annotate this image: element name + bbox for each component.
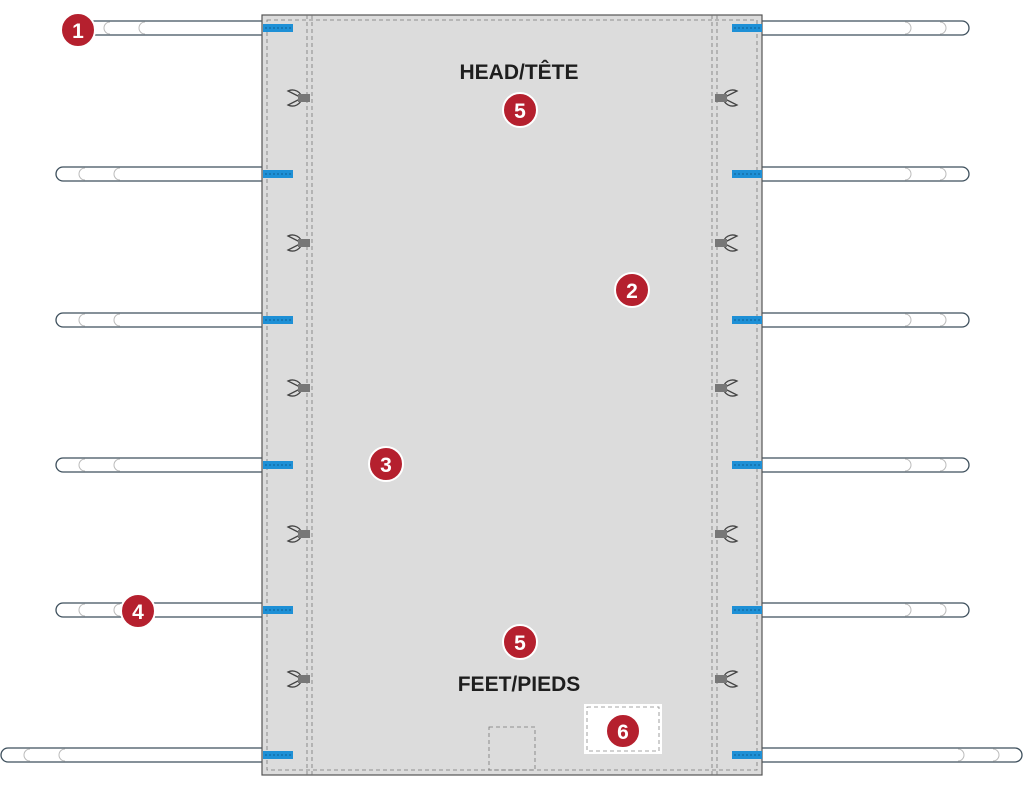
strap-loop-fold xyxy=(957,748,965,762)
right-small-loop-3 xyxy=(715,379,739,397)
right-small-loop-1 xyxy=(715,89,739,107)
strap-loop-fold xyxy=(103,21,111,35)
strap-loop-fold xyxy=(939,313,947,327)
small-loop-tab xyxy=(715,530,727,538)
marker-3: 3 xyxy=(368,446,404,482)
left-small-loop-4 xyxy=(286,525,310,543)
small-loop-tab xyxy=(298,239,310,247)
marker-5-feet-text: 5 xyxy=(514,632,526,655)
marker-5-head-text: 5 xyxy=(514,100,526,123)
left-small-loop-1 xyxy=(286,89,310,107)
small-loops xyxy=(286,89,739,688)
marker-4: 4 xyxy=(120,593,156,629)
strap-loop-fold xyxy=(58,748,66,762)
marker-2: 2 xyxy=(614,272,650,308)
head-label: HEAD/TÊTE xyxy=(459,60,578,84)
small-loop-tab xyxy=(715,675,727,683)
left-small-loop-2 xyxy=(286,234,310,252)
small-loop-tab xyxy=(298,675,310,683)
sling-sheet xyxy=(261,14,763,776)
strap-loop-fold xyxy=(113,313,121,327)
left-small-loop-3 xyxy=(286,379,310,397)
strap-loop-fold xyxy=(78,167,86,181)
marker-6: 6 xyxy=(605,713,641,749)
pocket-outline xyxy=(488,726,536,771)
strap-loop-fold xyxy=(113,458,121,472)
strap-loop-fold xyxy=(113,603,121,617)
strap-attachments xyxy=(263,24,762,759)
strap-loop-fold xyxy=(904,313,912,327)
strap-loop-fold xyxy=(992,748,1000,762)
small-loop-tab xyxy=(715,94,727,102)
strap-loop-fold xyxy=(23,748,31,762)
right-small-loop-5 xyxy=(715,670,739,688)
marker-5-head: 5 xyxy=(502,92,538,128)
strap-loop-fold xyxy=(113,167,121,181)
small-loop-tab xyxy=(715,384,727,392)
strap-loop-fold xyxy=(78,603,86,617)
right-small-loop-4 xyxy=(715,525,739,543)
left-small-loop-5 xyxy=(286,670,310,688)
marker-1-text: 1 xyxy=(72,20,84,43)
small-loop-tab xyxy=(298,384,310,392)
strap-loop-fold xyxy=(939,167,947,181)
strap-loop-fold xyxy=(904,21,912,35)
marker-3-text: 3 xyxy=(380,454,392,477)
strap-loop-fold xyxy=(904,603,912,617)
strap-loop-fold xyxy=(939,603,947,617)
strap-loop-fold xyxy=(138,21,146,35)
marker-5-feet: 5 xyxy=(502,624,538,660)
marker-1: 1 xyxy=(60,12,96,48)
right-small-loop-2 xyxy=(715,234,739,252)
marker-6-text: 6 xyxy=(617,721,629,744)
strap-loop-fold xyxy=(904,167,912,181)
label-patch-stitching xyxy=(586,706,660,752)
marker-2-text: 2 xyxy=(626,280,638,303)
small-loop-tab xyxy=(715,239,727,247)
small-loop-tab xyxy=(298,94,310,102)
strap-loop-fold xyxy=(78,458,86,472)
strap-loop-fold xyxy=(78,313,86,327)
marker-4-text: 4 xyxy=(132,601,144,624)
small-loop-tab xyxy=(298,530,310,538)
strap-loop-fold xyxy=(939,21,947,35)
strap-loop-fold xyxy=(939,458,947,472)
feet-label: FEET/PIEDS xyxy=(458,673,581,696)
strap-loop-fold xyxy=(904,458,912,472)
